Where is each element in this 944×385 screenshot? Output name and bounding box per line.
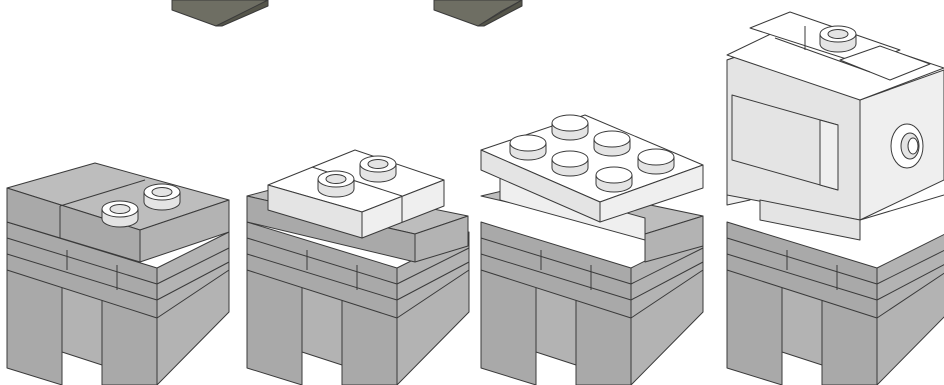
stud-icon bbox=[595, 166, 633, 193]
dark-part-top-left bbox=[171, 0, 269, 27]
stud-icon bbox=[551, 114, 589, 141]
step-1-assembly bbox=[6, 162, 230, 385]
stud-icon bbox=[101, 200, 139, 228]
stud-icon bbox=[509, 134, 547, 161]
step-2-assembly bbox=[246, 149, 470, 385]
stud-icon bbox=[359, 155, 397, 183]
stud-icon bbox=[551, 150, 589, 177]
stud-icon bbox=[819, 25, 857, 53]
stud-icon bbox=[317, 170, 355, 198]
step-4-assembly bbox=[726, 11, 944, 385]
stud-icon bbox=[143, 183, 181, 211]
stud-icon bbox=[637, 148, 675, 175]
dark-part-top-middle bbox=[433, 0, 523, 27]
step-3-assembly bbox=[480, 114, 704, 385]
stud-icon bbox=[593, 130, 631, 157]
